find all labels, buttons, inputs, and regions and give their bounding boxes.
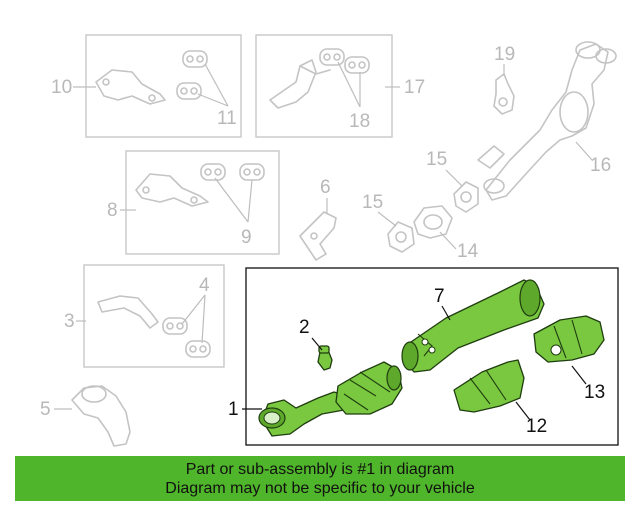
- banner-line-1: Part or sub-assembly is #1 in diagram: [185, 460, 455, 478]
- callout-17: 17: [404, 77, 425, 98]
- part-15-gasket-left: [387, 221, 415, 253]
- heat-shield-lower[interactable]: [453, 359, 525, 413]
- resonator-pipe[interactable]: [401, 279, 545, 373]
- part-6-ghost: [299, 211, 337, 261]
- banner-line-2: Diagram may not be specific to your vehi…: [165, 479, 475, 497]
- group-box-3-4: [83, 264, 225, 368]
- callout-4: 4: [199, 275, 210, 296]
- callout-18: 18: [349, 111, 370, 132]
- callout-11: 11: [217, 108, 237, 129]
- callout-6: 6: [320, 177, 331, 198]
- callout-7: 7: [434, 286, 445, 307]
- group-box-8-9: [125, 150, 280, 255]
- part-16-ghost: [477, 41, 617, 201]
- callout-19: 19: [494, 44, 515, 65]
- oxygen-sensor[interactable]: [317, 345, 333, 371]
- callout-5: 5: [40, 399, 51, 420]
- part-14-ghost: [413, 205, 453, 239]
- callout-12: 12: [526, 416, 547, 437]
- callout-9: 9: [241, 227, 252, 248]
- callout-14: 14: [457, 241, 479, 262]
- callout-1: 1: [228, 399, 239, 420]
- group-box-17-18: [255, 34, 393, 138]
- heat-shield-upper[interactable]: [533, 315, 605, 363]
- info-banner: Part or sub-assembly is #1 in diagram Di…: [15, 456, 625, 501]
- part-15-gasket-right: [453, 181, 479, 213]
- callout-16: 16: [590, 155, 611, 176]
- callout-10: 10: [51, 77, 72, 98]
- callout-13: 13: [584, 382, 605, 403]
- part-5-ghost: [71, 385, 131, 447]
- part-19-ghost: [493, 73, 515, 115]
- front-pipe-assembly[interactable]: [258, 361, 403, 437]
- callout-2: 2: [299, 317, 310, 338]
- callout-15-right: 15: [426, 149, 447, 170]
- highlight-frame: [245, 267, 619, 446]
- callout-8: 8: [107, 200, 118, 221]
- callout-3: 3: [64, 311, 75, 332]
- group-box-10-11: [85, 34, 242, 138]
- callout-15-left: 15: [362, 192, 383, 213]
